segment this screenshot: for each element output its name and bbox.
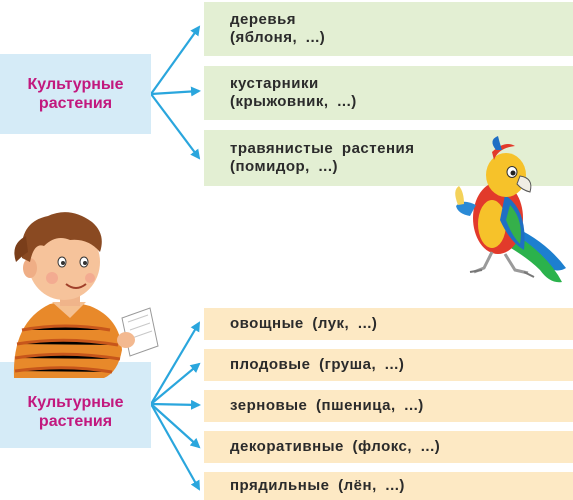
target-box-fiber: прядильные (лён, ...) — [204, 472, 573, 500]
target-box-fruit: плодовые (груша, ...) — [204, 349, 573, 381]
source-bottom-line1: Культурные — [27, 394, 124, 411]
source-top-line1: Культурные — [27, 76, 124, 93]
arrow-bottom-5 — [150, 403, 200, 491]
target-box-grain: зерновые (пшеница, ...) — [204, 390, 573, 422]
source-bottom-line2: растения — [38, 413, 113, 430]
target-trees-line1: деревья — [230, 11, 297, 28]
target-trees-line2: (яблоня, ...) — [230, 29, 326, 46]
target-herbs-line2: (помидор, ...) — [230, 158, 339, 175]
parrot-icon — [455, 136, 566, 283]
target-fruit-label: плодовые (груша, ...) — [230, 356, 405, 373]
arrow-bottom-2 — [150, 362, 201, 405]
target-box-vegetables: овощные (лук, ...) — [204, 308, 573, 340]
target-ornamental-label: декоративные (флокс, ...) — [230, 438, 441, 455]
arrow-bottom-1 — [150, 321, 201, 405]
arrow-top-3 — [150, 93, 201, 160]
boy-reading-paper-icon — [13, 212, 159, 378]
source-top-line2: растения — [38, 95, 113, 112]
target-shrubs-line2: (крыжовник, ...) — [230, 93, 357, 110]
target-box-ornamental: декоративные (флокс, ...) — [204, 431, 573, 463]
arrow-top-1 — [150, 25, 201, 95]
target-vegetables-label: овощные (лук, ...) — [230, 315, 378, 332]
arrow-bottom-4 — [150, 403, 201, 449]
target-box-trees: деревья (яблоня, ...) — [204, 2, 573, 56]
target-box-shrubs: кустарники (крыжовник, ...) — [204, 66, 573, 120]
target-fiber-label: прядильные (лён, ...) — [230, 477, 405, 494]
arrow-bottom-3 — [150, 399, 201, 410]
source-box-top: Культурные растения — [0, 54, 151, 134]
target-shrubs-line1: кустарники — [230, 75, 319, 92]
arrow-top-2 — [150, 86, 201, 97]
target-grain-label: зерновые (пшеница, ...) — [230, 397, 424, 414]
target-herbs-line1: травянистые растения — [230, 140, 415, 157]
